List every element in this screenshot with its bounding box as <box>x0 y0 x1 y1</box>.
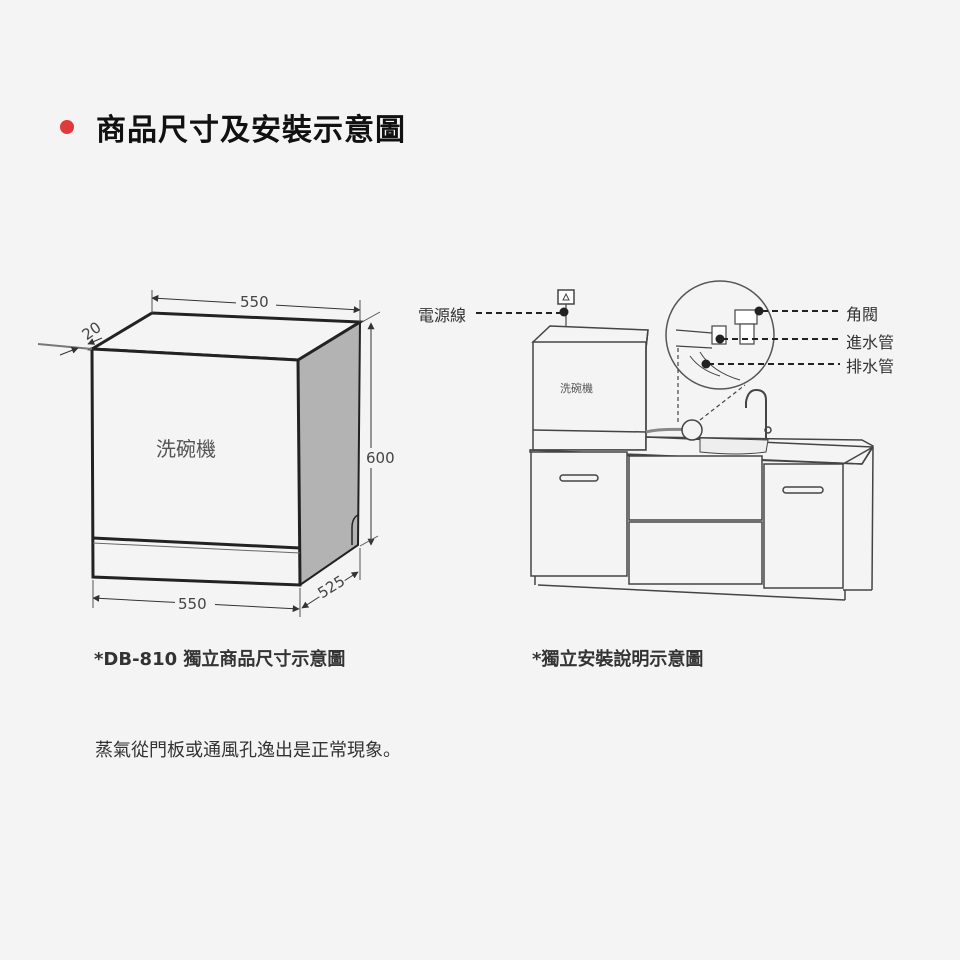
installation-drawing <box>529 280 875 601</box>
dimension-caption: *DB-810 獨立商品尺寸示意圖 <box>94 649 346 670</box>
callout-inlet-hose: 進水管 <box>846 333 895 352</box>
callout-angle-valve: 角閥 <box>846 305 879 324</box>
bullet-dot-icon <box>60 120 74 134</box>
section-header: 商品尺寸及安裝示意圖 <box>60 105 406 149</box>
steam-note: 蒸氣從門板或通風孔逸出是正常現象。 <box>95 740 401 761</box>
callout-power-cord: 電源線 <box>418 306 467 325</box>
installation-caption: *獨立安裝說明示意圖 <box>532 649 704 670</box>
dishwasher-dimension-drawing <box>37 290 400 617</box>
callout-lines <box>476 306 840 369</box>
install-product-label: 洗碗機 <box>560 382 593 395</box>
product-label: 洗碗機 <box>156 437 216 461</box>
dim-top-width: 550 <box>240 293 269 311</box>
page-title: 商品尺寸及安裝示意圖 <box>96 113 406 148</box>
dim-height: 600 <box>366 449 395 467</box>
callout-drain-hose: 排水管 <box>846 357 895 376</box>
dim-bottom-width: 550 <box>178 595 207 613</box>
